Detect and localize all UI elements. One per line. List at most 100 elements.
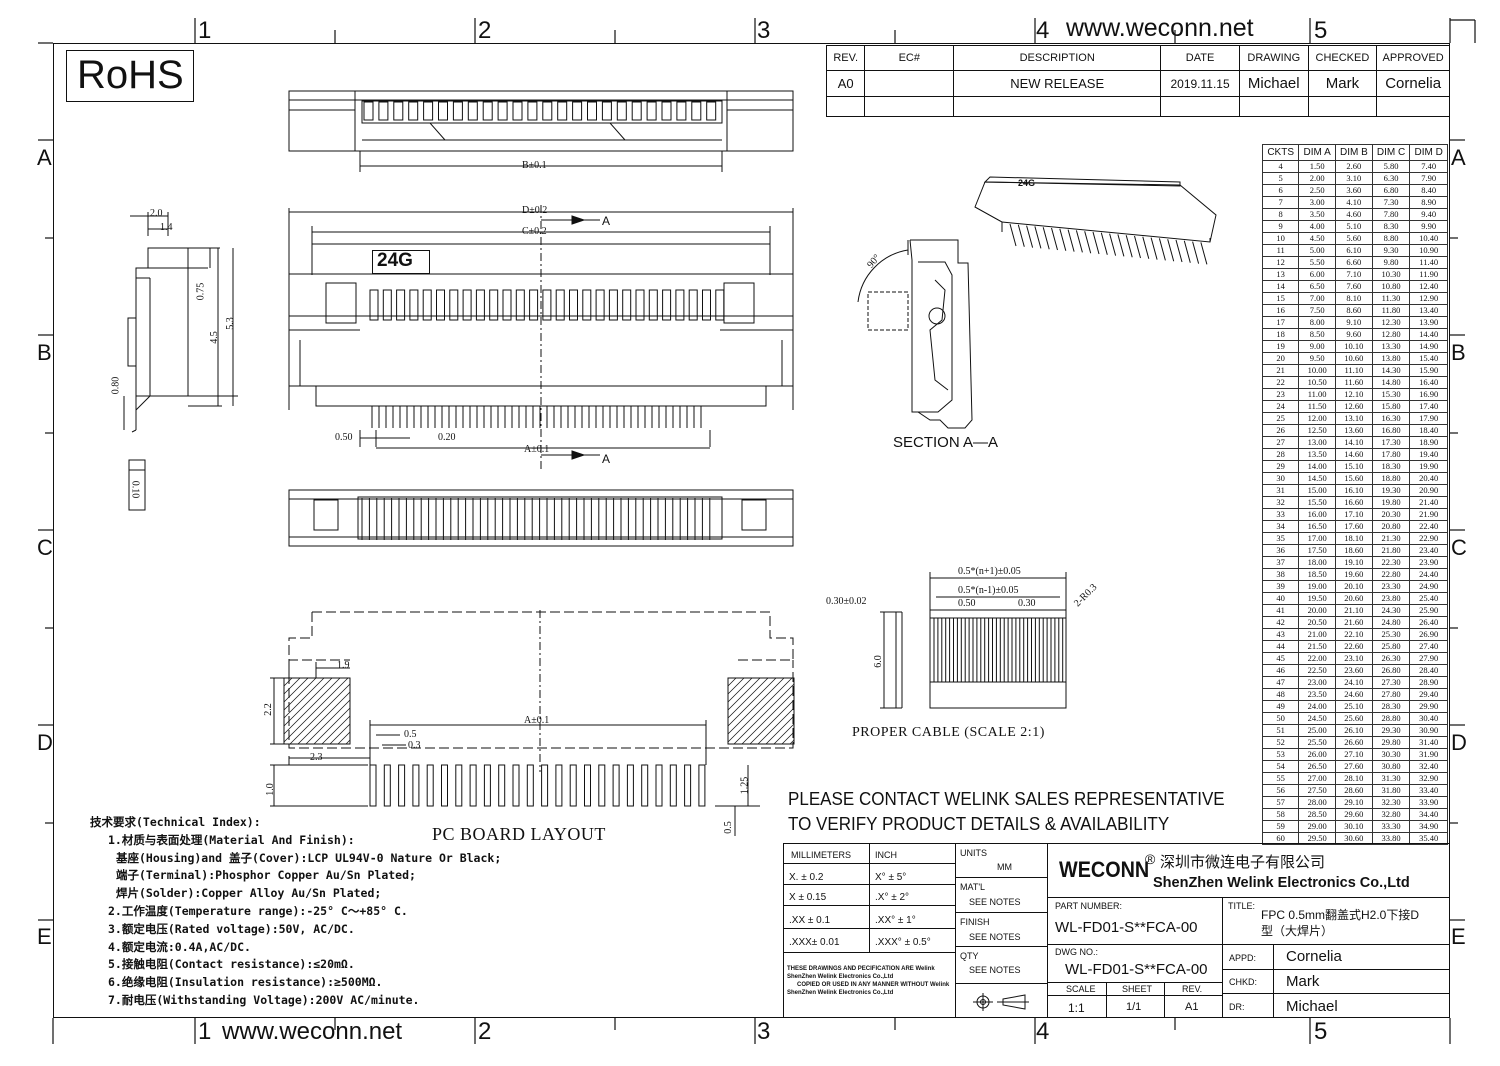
zone-letter-b-left: B [37,340,52,365]
registered-mark: ® [1145,851,1156,867]
tol-mm-4: .XXX± 0.01 [789,937,840,948]
ckt-table-cell: 35 [1261,532,1300,545]
cable-conductor-lines [933,618,1064,682]
zone-letter-e-right: E [1451,924,1466,949]
pcb-dim-10: 1.0 [264,783,276,796]
ckt-header-dim-b: DIM B [1335,144,1373,161]
rev-header-description: DESCRIPTION [953,45,1162,71]
pcb-dim-05-side: 0.5 [722,821,734,834]
tech-note-1: 1.材质与表面处理(Material And Finish): [108,832,355,847]
pcb-dim-05-top: 0.5 [404,729,417,740]
revision-table: REV. EC# DESCRIPTION DATE DRAWING CHECKE… [825,45,1450,117]
website-bottom: www.weconn.net [222,1018,403,1045]
section-mark-top: A [602,214,611,228]
pcb-dim-03: 0.3 [408,740,421,751]
part-number-label: PART NUMBER: [1055,901,1123,911]
finish-value: SEE NOTES [969,932,1021,942]
zone-letter-c-left: C [37,535,53,560]
units-value: MM [997,862,1012,872]
tol-in-4: .XXX° ± 0.5° [875,937,931,948]
tech-note-1b: 端子(Terminal):Phosphor Copper Au/Sn Plate… [116,868,416,883]
matl-value: SEE NOTES [969,897,1021,907]
zone-number-2-bottom: 2 [478,1018,492,1045]
section-a-a-drawing [857,239,973,429]
zone-letter-d-right: D [1451,730,1467,755]
tol-header-mm: MILLIMETERS [791,850,852,860]
units-label: UNITS [960,848,987,858]
pcb-signal-pads [369,764,706,807]
ckt-table-cell: 35.40 [1409,832,1448,845]
isometric-view-pins [1009,223,1208,265]
ckt-table-cell: 24 [1261,400,1300,413]
zone-letter-a-left: A [37,145,52,170]
top-view-drawing [288,90,794,152]
disclaimer-line-1: THESE DRAWINGS AND PECIFICATION ARE Weli… [787,966,935,972]
pcb-dim-125: 1.25 [739,776,751,795]
zone-letter-d-left: D [37,730,53,755]
appd-value: Cornelia [1286,948,1342,965]
rev-header-approved: APPROVED [1376,45,1450,71]
rev-header-rev: REV. [825,45,866,71]
tol-in-1: X° ± 5° [875,872,907,883]
pc-board-layout-title: PC BOARD LAYOUT [432,824,606,844]
rev-value-ec [864,70,955,97]
dim-c-label: C±0.2 [522,226,547,237]
zone-number-5-bottom: 5 [1314,1018,1328,1045]
zone-number-5-top: 5 [1314,17,1328,44]
ckt-table-cell: 15.60 [1335,472,1373,485]
tech-note-7: 7.耐电压(Withstanding Voltage):200V AC/minu… [108,992,420,1007]
rev-value-approved: Cornelia [1376,70,1450,97]
bottom-view-drawing [288,489,794,547]
tech-note-4: 4.额定电流:0.4A,AC/DC. [108,939,251,954]
tol-mm-1: X. ± 0.2 [789,872,824,883]
finish-label: FINISH [960,917,990,927]
proper-cable-title: PROPER CABLE (SCALE 2:1) [852,725,1045,740]
rohs-label: RoHS [77,53,184,97]
cable-dim-050: 0.50 [958,598,976,609]
sheet-label: SHEET [1122,984,1153,994]
side-dim-53: 5.3 [224,317,236,330]
tol-mm-3: .XX ± 0.1 [789,915,831,926]
side-dim-20: 2.0 [150,208,163,219]
zone-letter-c-right: C [1451,535,1467,560]
qty-value: SEE NOTES [969,965,1021,975]
ckt-table-cell: 27.40 [1409,640,1448,653]
cable-dim-60: 6.0 [872,655,884,668]
tech-note-3: 3.额定电压(Rated voltage):50V, AC/DC. [108,921,355,936]
contact-notice-line-2: TO VERIFY PRODUCT DETAILS & AVAILABILITY [788,813,1170,834]
ckt-table-cell: 7.40 [1409,160,1448,173]
appd-label: APPD: [1229,953,1257,963]
qty-label: QTY [960,951,979,961]
disclaimer: THESE DRAWINGS AND PECIFICATION ARE Weli… [787,965,949,997]
dim-d-label: D±0.2 [522,205,548,216]
dwg-no-value: WL-FD01-S**FCA-00 [1065,961,1208,978]
bottom-zone-ticks [0,1016,1500,1061]
ckt-table-cell: 26.90 [1409,628,1448,641]
chkd-label: CHKD: [1229,977,1258,987]
dr-label: DR: [1229,1002,1245,1012]
zone-letter-b-right: B [1451,340,1466,365]
technical-notes: 技术要求(Technical Index): 1.材质与表面处理(Materia… [90,814,501,1010]
company-name-cn: 深圳市微连电子有限公司 [1160,854,1326,871]
sheet-value: 1/1 [1126,1001,1142,1013]
scale-value: 1:1 [1068,1001,1085,1015]
dwg-no-label: DWG NO.: [1055,947,1098,957]
rev-value: A1 [1185,1001,1199,1013]
zone-number-2-top: 2 [478,17,492,44]
isometric-view-drawing: 24G [974,176,1217,243]
